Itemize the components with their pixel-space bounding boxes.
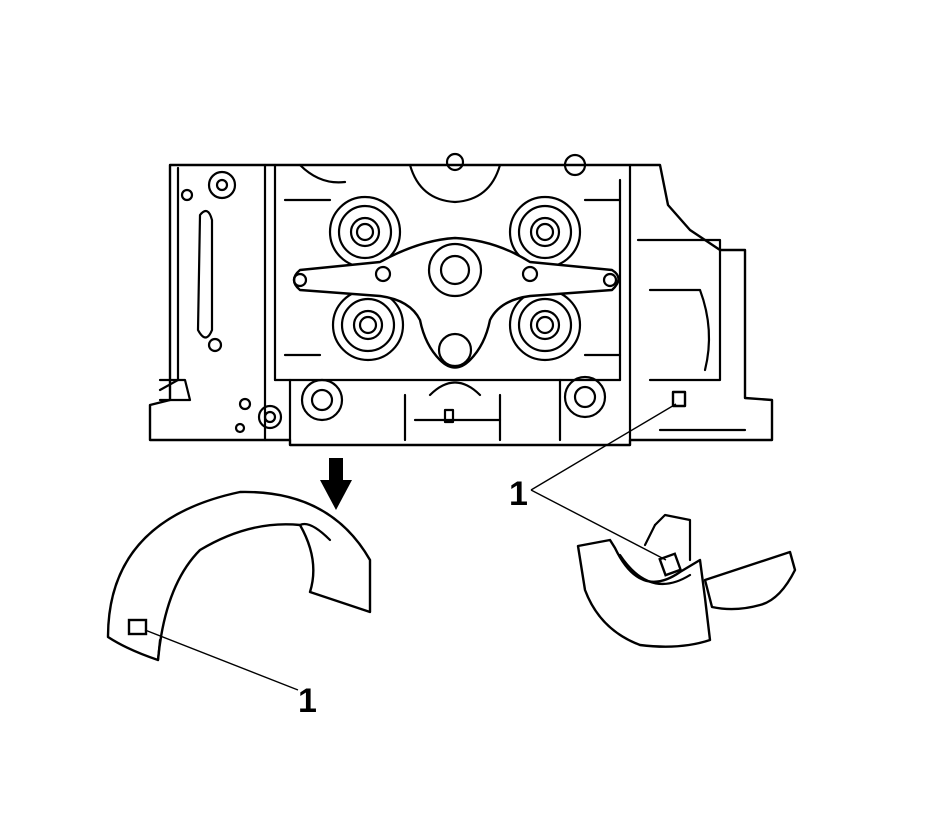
callout-1-right: 1 [509,475,528,513]
right-bearing-cap [576,513,797,648]
leader-lines [144,403,677,691]
engine-block [148,152,774,447]
right-shell-tang-notch [658,552,683,577]
left-shell-tang-notch [127,618,148,636]
down-arrow-icon [320,458,352,510]
upper-right-journal [508,195,582,269]
callout-1-left: 1 [298,682,317,720]
upper-shell-tab-marker [671,390,687,408]
center-bracket [292,236,620,369]
lower-left-journal [331,288,405,362]
left-bearing-shell [106,490,372,662]
